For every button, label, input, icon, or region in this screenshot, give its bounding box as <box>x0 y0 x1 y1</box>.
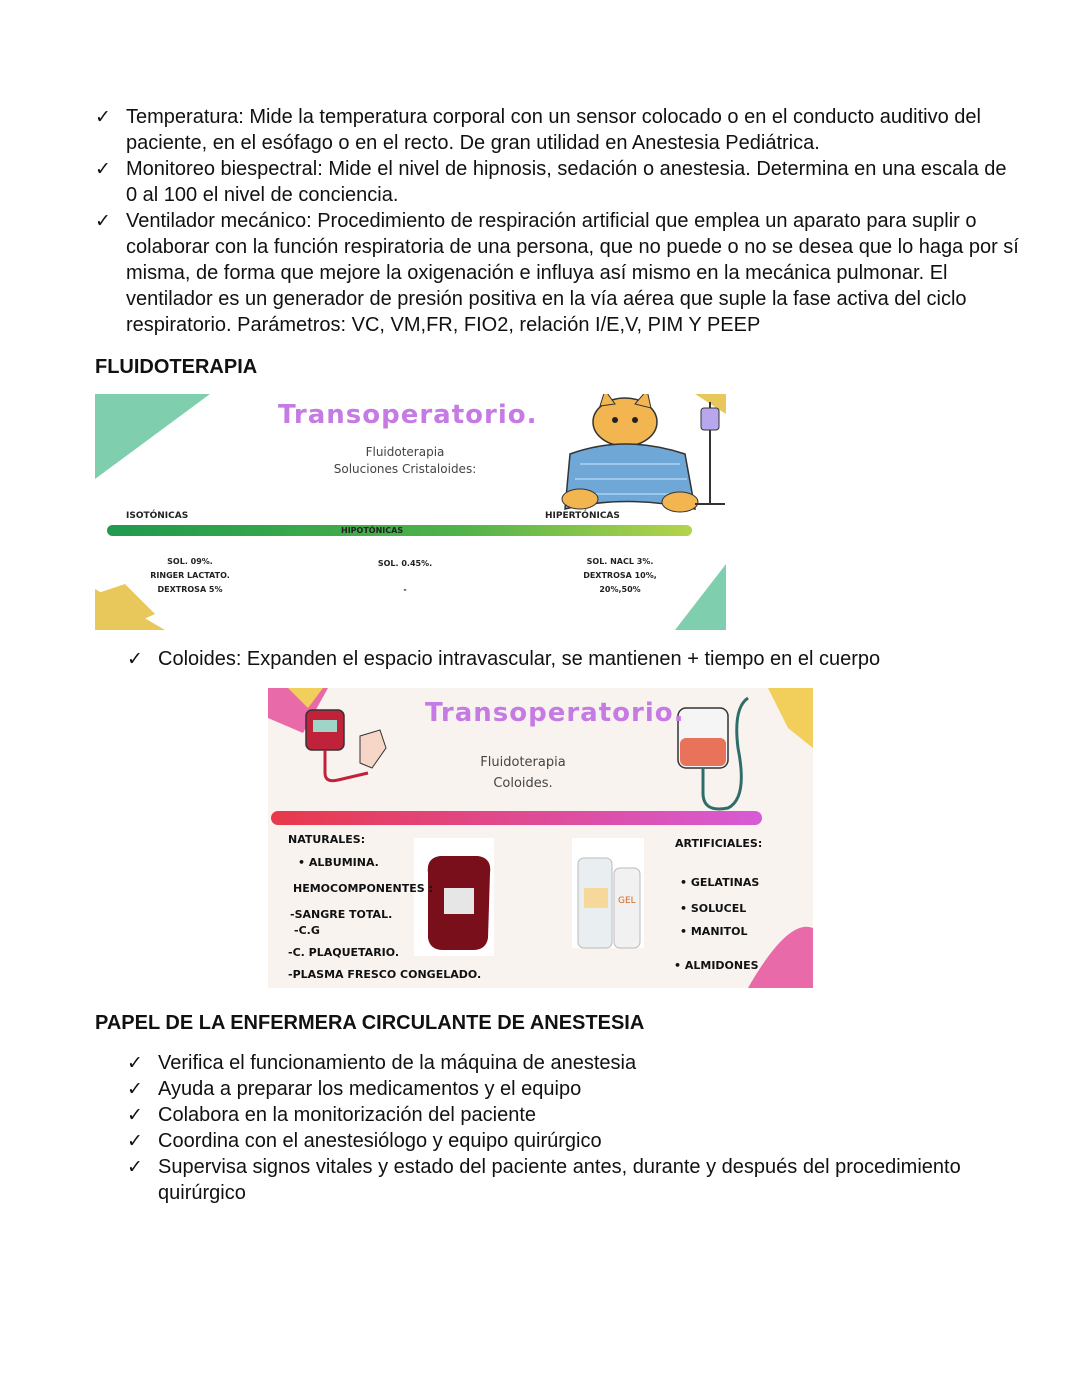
list-item-text: Temperatura: Mide la temperatura corpora… <box>126 106 981 154</box>
hipo-item: - <box>403 585 407 594</box>
hiper-items: SOL. NACL 3%. DEXTROSA 10%, 20%,50% <box>565 555 675 597</box>
list-item-temperatura: ✓ Temperatura: Mide la temperatura corpo… <box>95 104 1020 156</box>
iso-items: SOL. 09%. RINGER LACTATO. DEXTROSA 5% <box>125 555 255 597</box>
iso-item: RINGER LACTATO. <box>150 571 230 580</box>
blood-bag-photo <box>414 838 494 956</box>
almidones: • ALMIDONES <box>674 959 759 972</box>
manitol: • MANITOL <box>680 925 748 938</box>
list-item-ventilador: ✓ Ventilador mecánico: Procedimiento de … <box>95 208 1020 338</box>
papel-list: ✓ Verifica el funcionamiento de la máqui… <box>127 1050 1017 1206</box>
albumina: • ALBUMINA. <box>298 856 379 869</box>
check-icon: ✓ <box>127 1156 143 1178</box>
iso-item: SOL. 09%. <box>167 557 213 566</box>
gelatinas: • GELATINAS <box>680 876 760 889</box>
list-item-verifica: ✓ Verifica el funcionamiento de la máqui… <box>127 1050 1017 1076</box>
slide-decoration <box>95 394 726 630</box>
check-icon: ✓ <box>127 1078 143 1100</box>
hiper-item: DEXTROSA 10%, <box>583 571 657 580</box>
sangre-total: -SANGRE TOTAL. <box>290 908 393 921</box>
list-item-text: Coloides: Expanden el espacio intravascu… <box>158 648 881 670</box>
label-hipotonicas: HIPOTÓNICAS <box>341 526 404 535</box>
list-item-text: Ventilador mecánico: Procedimiento de re… <box>126 210 1019 336</box>
hipo-item: SOL. 0.45%. <box>377 559 433 568</box>
cristaloides-slide: Transoperatorio. Fluidoterapia Solucione… <box>95 394 726 630</box>
plasma: -PLASMA FRESCO CONGELADO. <box>288 968 482 981</box>
list-item-colabora: ✓ Colabora en la monitorización del paci… <box>127 1102 1017 1128</box>
list-item-text: Verifica el funcionamiento de la máquina… <box>158 1052 637 1074</box>
cat-illustration <box>561 394 725 513</box>
hiper-item: 20%,50% <box>599 585 641 594</box>
monitoring-list: ✓ Temperatura: Mide la temperatura corpo… <box>95 104 1020 338</box>
artificiales-label: ARTIFICIALES: <box>675 837 763 850</box>
list-item-text: Ayuda a preparar los medicamentos y el e… <box>158 1078 582 1100</box>
coloides-slide: Transoperatorio. Fluidoterapia Coloides.… <box>268 688 813 988</box>
slide2-decoration <box>268 688 813 988</box>
heading-papel: PAPEL DE LA ENFERMERA CIRCULANTE DE ANES… <box>95 1012 645 1034</box>
check-icon: ✓ <box>95 210 111 232</box>
heading-fluidoterapia: FLUIDOTERAPIA <box>95 356 258 378</box>
slide1-title: Transoperatorio. <box>278 400 538 430</box>
slide2-subtitle2: Coloides. <box>493 776 553 791</box>
label-hipertonicas: HIPERTÓNICAS <box>545 511 620 521</box>
list-item-text: Monitoreo biespectral: Mide el nivel de … <box>126 158 1007 206</box>
bottle-label: GEL <box>618 896 636 906</box>
list-item-text: Coordina con el anestesiólogo y equipo q… <box>158 1130 602 1152</box>
iv-bag-icon <box>677 696 749 811</box>
plaquetario: -C. PLAQUETARIO. <box>288 946 400 959</box>
hipo-items: SOL. 0.45%. - <box>345 551 465 603</box>
blood-bag-icon <box>305 709 387 783</box>
slide2-subtitle1: Fluidoterapia <box>480 755 566 770</box>
hemocomponentes: HEMOCOMPONENTES : <box>293 882 433 895</box>
check-icon: ✓ <box>95 106 111 128</box>
coloides-list: ✓ Coloides: Expanden el espacio intravas… <box>127 646 987 672</box>
check-icon: ✓ <box>127 648 143 670</box>
list-item-coordina: ✓ Coordina con el anestesiólogo y equipo… <box>127 1128 1017 1154</box>
hiper-item: SOL. NACL 3%. <box>586 557 654 566</box>
list-item-text: Supervisa signos vitales y estado del pa… <box>158 1156 961 1204</box>
check-icon: ✓ <box>95 158 111 180</box>
slide2-title: Transoperatorio. <box>425 698 685 728</box>
list-item-text: Colabora en la monitorización del pacien… <box>158 1104 537 1126</box>
cg: -C.G <box>294 924 320 937</box>
slide1-subtitle1: Fluidoterapia <box>365 445 445 459</box>
list-item-biespectral: ✓ Monitoreo biespectral: Mide el nivel d… <box>95 156 1020 208</box>
check-icon: ✓ <box>127 1052 143 1074</box>
list-item-coloides: ✓ Coloides: Expanden el espacio intravas… <box>127 646 987 672</box>
check-icon: ✓ <box>127 1130 143 1152</box>
list-item-supervisa: ✓ Supervisa signos vitales y estado del … <box>127 1154 1017 1206</box>
solucel: • SOLUCEL <box>680 902 747 915</box>
slide1-subtitle2: Soluciones Cristaloides: <box>333 462 477 476</box>
iso-item: DEXTROSA 5% <box>157 585 223 594</box>
list-item-ayuda: ✓ Ayuda a preparar los medicamentos y el… <box>127 1076 1017 1102</box>
label-isotonicas: ISOTÓNICAS <box>126 511 189 521</box>
naturales-label: NATURALES: <box>288 833 366 846</box>
bottles-photo <box>572 838 644 949</box>
check-icon: ✓ <box>127 1104 143 1126</box>
